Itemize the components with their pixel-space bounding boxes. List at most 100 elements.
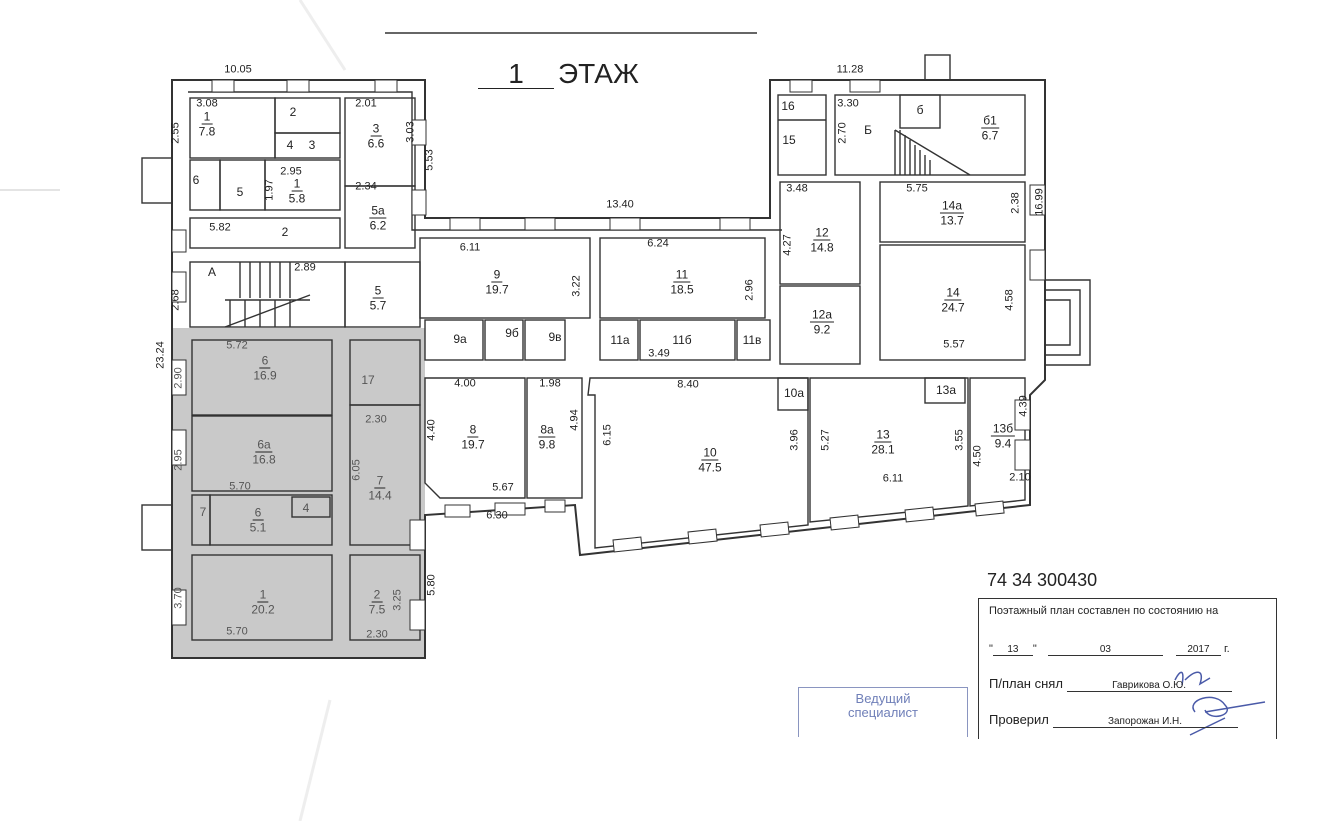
room-number: 4 [286,138,294,152]
room-label: 9а [453,333,466,345]
dimension-label: 3.03 [404,121,417,143]
room-number: 11 [673,267,691,283]
room-number: 1 [201,109,213,125]
room-area: 16.8 [252,452,276,467]
dimension-label: 2.70 [836,122,849,144]
floor-number: 1 [478,60,554,89]
dimension-label: 3.25 [391,589,404,611]
quote-open: " [989,643,993,655]
room-number: 14а [939,198,965,214]
dimension-label: 5.70 [229,480,251,493]
room-number: 3 [308,138,316,152]
room-number: 8а [538,422,556,438]
room-number: 10 [701,445,719,461]
room-number: 5 [236,185,244,199]
dimension-label: 1.97 [263,179,276,201]
background-stroke [298,699,332,821]
room-area: 19.7 [461,437,485,452]
room-label: 4 [287,139,294,151]
room-number: 2 [289,105,297,119]
dimension-label: 6.11 [882,472,904,485]
room-area: 28.1 [871,442,895,457]
dimension-label: 1.98 [539,377,561,390]
room-number: 9б [505,326,519,340]
dimension-label: 5.27 [819,429,832,451]
background-stroke [298,0,347,71]
room-number: 2 [281,225,289,239]
room-number: Б [864,123,872,137]
room-number: 9в [548,330,562,344]
dimension-label: 3.70 [172,587,185,609]
room-label: А [208,266,216,278]
room-number: 11б [672,333,692,347]
dimension-label: 23.24 [154,341,167,369]
room-number: 6 [259,353,271,369]
room-area: 14.4 [368,488,392,503]
room-area: 9.4 [994,436,1012,451]
room-area: 19.7 [485,282,509,297]
dimension-label: 8.40 [677,378,699,391]
dimension-label: 3.30 [837,97,859,110]
date-month: 03 [1047,644,1163,656]
dimension-label: 3.48 [786,182,808,195]
room-number: 10а [783,386,805,400]
dimension-label: 2.10 [1009,471,1031,484]
dimension-label: 4.50 [971,445,984,467]
room-number: 11в [742,333,762,347]
dimension-label: 5.82 [209,221,231,234]
room-number: 9а [453,332,467,346]
room-label: 9в [548,331,561,343]
room-label: 4 [303,502,310,514]
year-suffix: г. [1224,643,1230,655]
dimension-label: 5.53 [423,149,436,171]
room-area: 47.5 [698,460,722,475]
dimension-label: 10.05 [224,63,252,76]
stamp-line-1: Ведущий [855,691,911,706]
title-block-heading: Поэтажный план составлен по состоянию на [989,605,1219,617]
room-number: 6а [255,437,273,453]
taken-by-row: П/план снял Гаврикова О.Ю. [989,676,1268,692]
dimension-label: 5.80 [425,574,438,596]
room-label: 5 [237,186,244,198]
dimension-label: 3.22 [570,275,583,297]
room-label: 9б [505,327,519,339]
room-label: 2 [290,106,297,118]
dimension-label: 2.30 [366,628,388,641]
dimension-label: 2.55 [169,122,182,144]
stamp-line-2: специалист [847,705,918,720]
dimension-label: 2.96 [743,279,756,301]
dimension-label: 4.00 [454,377,476,390]
room-number: 17 [361,373,375,387]
room-area: 6.7 [981,128,999,143]
room-label: 11б [672,334,691,346]
dimension-label: 2.89 [294,261,316,274]
dimension-label: 4.58 [1003,289,1016,311]
room-area: 13.7 [940,213,964,228]
room-number: 15 [782,133,796,147]
floor-word: ЭТАЖ [558,58,639,89]
dimension-label: 5.67 [492,481,514,494]
room-label: 10а [784,387,804,399]
dimension-label: 2.30 [365,413,387,426]
taken-by-name: Гаврикова О.Ю. [1066,680,1232,692]
quote-close: " [1032,643,1037,655]
room-area: 5.8 [288,191,306,206]
room-number: 13 [874,427,892,443]
checked-by-row: Проверил Запорожан И.Н. [989,712,1268,728]
dimension-label: 5.57 [943,338,965,351]
